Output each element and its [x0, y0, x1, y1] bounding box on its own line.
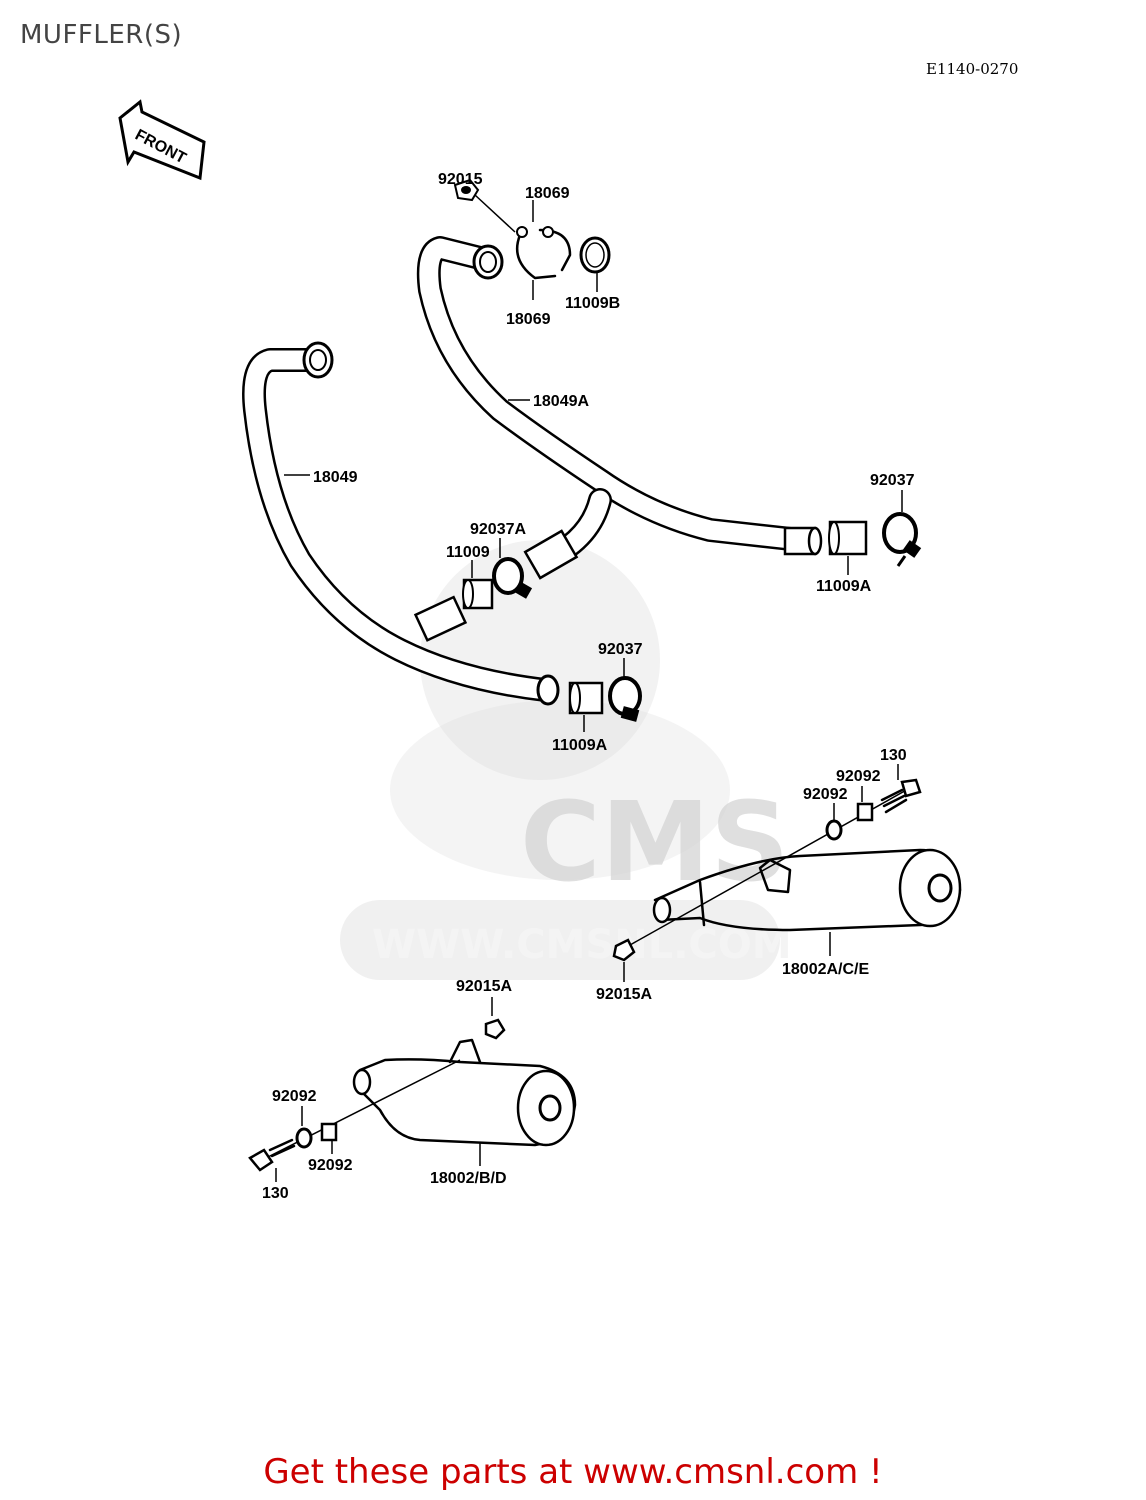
clamp-92037-mid	[568, 676, 642, 722]
muffler-18002BD	[352, 1018, 577, 1147]
gasket-11009B	[579, 236, 611, 274]
part-label-18002BD: 18002/B/D	[430, 1170, 507, 1187]
part-label-92015: 92015	[438, 171, 483, 188]
part-label-92092-left-a: 92092	[272, 1088, 317, 1105]
bolt-130-left	[248, 1059, 461, 1172]
part-label-18002ACE: 18002A/C/E	[782, 961, 869, 978]
part-label-92015A-left: 92015A	[456, 978, 512, 995]
page-title: MUFFLER(S)	[20, 20, 183, 50]
part-label-92037-right: 92037	[870, 472, 915, 489]
part-label-11009: 11009	[446, 544, 490, 561]
clamp-92037-right	[828, 512, 922, 567]
muffler-18002ACE	[652, 848, 962, 932]
watermark-logo: CMS	[520, 778, 789, 906]
part-label-18049: 18049	[313, 469, 358, 486]
part-label-11009B: 11009B	[565, 295, 620, 312]
cms-watermark: CMS WWW.CMSNL.COM	[340, 540, 792, 980]
part-label-130-left: 130	[262, 1185, 289, 1202]
exhaust-pipe-18049A	[416, 236, 823, 580]
part-label-92037A: 92037A	[470, 521, 526, 538]
part-label-92092-right-a: 92092	[836, 768, 881, 785]
part-label-92092-left-b: 92092	[308, 1157, 353, 1174]
part-label-92015A-right: 92015A	[596, 986, 652, 1003]
pipe-holder-18069	[453, 178, 572, 280]
part-label-11009A-mid: 11009A	[552, 737, 608, 754]
watermark-url: WWW.CMSNL.COM	[372, 922, 792, 968]
part-labels: 92015 18069 18069 11009B 18049A 18049 92…	[262, 171, 915, 1202]
part-label-18049A: 18049A	[533, 393, 589, 410]
diagram-code: E1140-0270	[926, 60, 1019, 78]
part-label-130-right: 130	[880, 747, 907, 764]
part-label-92092-right-b: 92092	[803, 786, 848, 803]
bolt-130-right	[612, 778, 922, 962]
leader-lines	[275, 200, 903, 1182]
exhaust-pipe-18049	[242, 341, 560, 706]
part-label-18069-bottom: 18069	[506, 311, 551, 328]
part-label-11009A-right: 11009A	[816, 578, 872, 595]
clamp-92037A	[462, 557, 533, 610]
part-label-18069-top: 18069	[525, 185, 570, 202]
part-label-92037-mid: 92037	[598, 641, 643, 658]
footer-link-text[interactable]: Get these parts at www.cmsnl.com !	[263, 1452, 883, 1492]
front-direction-arrow: FRONT	[118, 99, 206, 181]
